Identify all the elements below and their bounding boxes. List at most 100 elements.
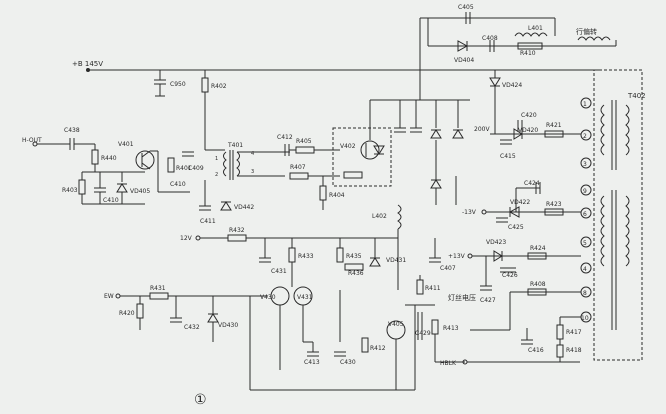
supply-200v: VD424 200V C415 C420 VD420 R421 [474,70,581,160]
label-r433: R433 [298,253,314,260]
label-200v: 200V [474,126,490,133]
label-b145v: +B 145V [72,60,103,68]
label-filament-voltage: 灯丝电压 [448,293,476,302]
label-c950: C950 [170,81,186,88]
label-v405: V405 [388,321,404,328]
label-c416: C416 [528,347,544,354]
label-c426: C426 [502,272,518,279]
label-c412: C412 [277,134,293,141]
label-c431: C431 [271,268,287,275]
label-c425: C425 [508,224,524,231]
label-c413: C413 [304,359,320,366]
label-12v: 12V [180,235,193,242]
pin-9: 9 [583,188,587,195]
v430-v431-pair: V430 V431 C413 C430 R412 [260,262,386,370]
label-c420: C420 [521,112,537,119]
label-r421: R421 [546,122,562,129]
label-r431: R431 [150,285,166,292]
ground-return [249,296,416,391]
label-v402: V402 [340,143,356,150]
supply-neg13v: -13V C424 VD422 R423 C425 [462,180,581,231]
label-r436: R436 [348,270,364,277]
label-r435: R435 [346,253,362,260]
pin-2: 2 [583,133,587,140]
pin-5: 5 [583,240,587,247]
label-r407: R407 [290,164,306,171]
label-pos13v: +13V [448,253,466,260]
label-r404: R404 [329,192,345,199]
label-r401: R401 [176,165,192,172]
pin-6: 6 [583,211,587,218]
label-c410a: C410 [103,197,119,204]
label-vd423: VD423 [486,239,506,246]
label-v431: V431 [297,294,313,301]
label-c415: C415 [500,153,516,160]
label-r403: R403 [62,187,78,194]
label-neg13v: -13V [462,209,477,216]
label-r420: R420 [119,310,135,317]
label-c430: C430 [340,359,356,366]
v402-output-transistor: V402 [332,100,392,187]
label-c432: C432 [184,324,200,331]
label-r411: R411 [425,285,441,292]
label-c410b: C410 [170,181,186,188]
hout-input-stage: H-OUT C438 R440 R403 C410 VD405 [22,127,225,205]
label-r413: R413 [443,325,459,332]
figure-number: ① [194,392,207,408]
label-vd431: VD431 [386,257,406,264]
deflection-coil-loop: C405 VD404 C408 L401 R410 行偏转 [419,4,617,100]
t401-transformer: T401 1 2 4 3 C411 VD442 [199,142,290,225]
label-c429: C429 [415,330,431,337]
label-c427: C427 [480,297,496,304]
label-deflect-coil: 行偏转 [576,27,597,36]
label-c405: C405 [458,4,474,11]
v402-drive: C412 R405 R407 R404 [277,134,345,210]
label-v401: V401 [118,141,134,148]
label-vd430: VD430 [218,322,238,329]
label-t401: T401 [227,142,243,149]
label-vd442: VD442 [234,204,254,211]
label-l401: L401 [528,25,543,32]
label-r417: R417 [566,329,582,336]
label-r402: R402 [211,83,227,90]
label-c424: C424 [524,180,540,187]
pin-10: 10 [581,315,589,322]
supply-rail-145v: +B 145V C950 R402 [72,60,600,150]
t401-pin4: 4 [251,151,254,157]
label-r440: R440 [101,155,117,162]
pin-1: 1 [583,101,587,108]
t402-pins: 1 2 3 9 6 5 4 8 10 [580,97,592,323]
label-vd420: VD420 [518,127,538,134]
pin-4: 4 [583,266,587,273]
label-vd424: VD424 [502,82,522,89]
label-c411: C411 [200,218,216,225]
label-vd422: VD422 [510,199,530,206]
filament-and-hblk: 灯丝电压 R408 R417 R418 C416 HBLK [440,281,582,367]
label-vd405: VD405 [130,188,150,195]
label-r418: R418 [566,347,582,354]
label-r412: R412 [370,345,386,352]
label-hblk: HBLK [440,360,457,367]
label-r432: R432 [229,227,245,234]
l402-coil: L402 [372,204,402,250]
t402-flyback: T402 [593,69,646,361]
pin-8: 8 [583,290,587,297]
label-r410: R410 [520,50,536,57]
supply-pos13v: +13V VD423 C426 R424 C427 [448,239,581,304]
t401-pin3: 3 [251,169,254,175]
pin-3: 3 [583,161,587,168]
ew-control: EW R431 R420 C432 VD430 [104,285,268,342]
label-c409: C409 [188,165,204,172]
label-t402: T402 [627,92,646,100]
label-r408: R408 [530,281,546,288]
supply-12v: 12V R432 C431 R433 R435 R436 VD431 C407 [180,227,456,277]
v405-filament: R411 V405 C429 R413 [386,250,465,390]
retrace-capacitor-bank [370,99,470,205]
t401-pin2: 2 [215,172,218,178]
label-hout: H-OUT [22,137,42,144]
label-vd404: VD404 [454,57,474,64]
label-v430: V430 [260,294,276,301]
label-r405: R405 [296,138,312,145]
label-c438: C438 [64,127,80,134]
